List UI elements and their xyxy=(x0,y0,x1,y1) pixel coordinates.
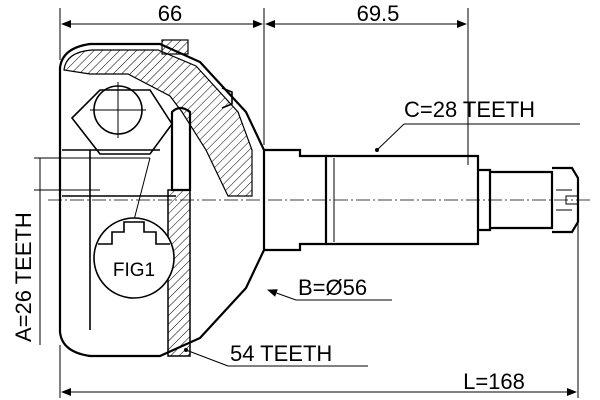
shaft-step xyxy=(478,168,492,232)
top-tab xyxy=(161,39,189,55)
b-leader-diag xyxy=(267,289,297,301)
fig1-leader xyxy=(133,157,151,221)
housing-section-hatch xyxy=(63,49,253,197)
shaft-spline xyxy=(326,154,480,246)
dim-66-label: 66 xyxy=(158,1,182,26)
b-diameter-label: B=Ø56 xyxy=(298,275,367,300)
abs-leader-dot xyxy=(184,348,188,352)
tip-hole xyxy=(565,195,579,205)
outer-housing xyxy=(58,39,266,358)
top-dimension-group: 66 69.5 xyxy=(59,1,469,165)
fig1-tooth-profile xyxy=(98,221,170,245)
cage-outline xyxy=(70,89,173,155)
abs-ring xyxy=(167,106,192,357)
length-label: L=168 xyxy=(463,369,525,394)
fig1-callout: FIG1 xyxy=(93,157,175,299)
abs-ring-upper xyxy=(170,106,192,192)
shaft-thread xyxy=(490,170,554,230)
a-teeth-label: A=26 TEETH xyxy=(11,212,36,342)
abs-teeth-callout: 54 TEETH xyxy=(184,341,368,367)
c-leader-dot xyxy=(375,148,379,152)
length-dimension-group: L=168 xyxy=(59,205,579,398)
c-teeth-callout: C=28 TEETH xyxy=(375,97,580,152)
shaft-neck xyxy=(264,148,328,252)
dim-69-5-label: 69.5 xyxy=(357,1,400,26)
fig1-label: FIG1 xyxy=(113,260,155,281)
ball-cage xyxy=(70,82,173,155)
a-teeth-dimension-group: A=26 TEETH xyxy=(11,157,150,345)
b-diameter-callout: B=Ø56 xyxy=(267,275,392,301)
shaft xyxy=(264,148,580,252)
c-teeth-label: C=28 TEETH xyxy=(404,97,535,122)
fig1-circle xyxy=(93,217,175,299)
abs-leader-diag xyxy=(185,349,229,367)
abs-teeth-label: 54 TEETH xyxy=(230,341,332,366)
c-leader-diag xyxy=(376,123,405,151)
clip-detail xyxy=(221,87,233,109)
